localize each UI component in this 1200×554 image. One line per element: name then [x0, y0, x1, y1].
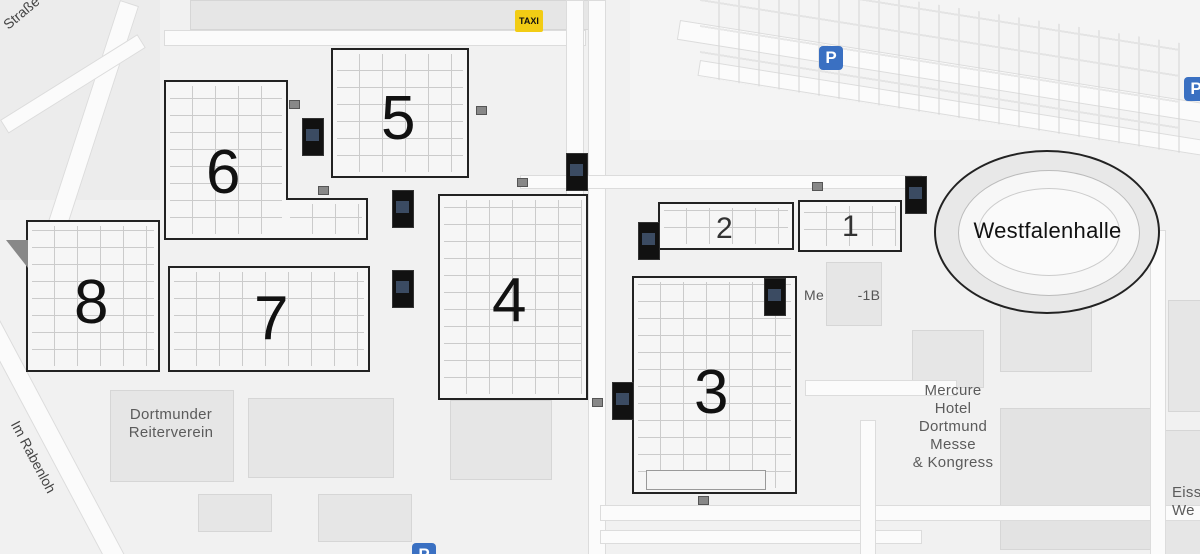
parking-icon[interactable]: P: [819, 46, 843, 70]
gate-marker: [289, 100, 300, 109]
poster-marker[interactable]: [905, 176, 927, 214]
hall-3-number: 3: [694, 358, 729, 427]
parking-icon[interactable]: P: [1184, 77, 1200, 101]
hall-5-number: 5: [381, 84, 416, 153]
road: [1150, 230, 1166, 554]
parking-icon[interactable]: P: [412, 543, 436, 554]
westfalenhalle-label: Westfalenhalle: [973, 218, 1122, 243]
hall-8[interactable]: 8: [26, 220, 160, 372]
mercure-hotel-label: Mercure Hotel Dortmund Messe & Kongress: [912, 382, 994, 471]
hall-6-annex[interactable]: [286, 198, 368, 240]
gate-marker: [812, 182, 823, 191]
hall-2-number: 2: [716, 212, 733, 245]
poster-marker[interactable]: [392, 270, 414, 308]
building-block: [110, 390, 234, 482]
westfalenhalle-floor: [978, 188, 1120, 276]
road: [860, 420, 876, 554]
road: [805, 380, 957, 396]
hall-7-number: 7: [254, 284, 289, 353]
building-block: [450, 400, 552, 480]
gate-marker: [592, 398, 603, 407]
hall-6-number: 6: [206, 138, 241, 207]
hall-1[interactable]: 1: [798, 200, 902, 252]
hall-5[interactable]: 5: [331, 48, 469, 178]
building-block: [1000, 408, 1162, 550]
gate-marker: [476, 106, 487, 115]
road: [588, 0, 606, 554]
eisspo-label: Eisspo We: [1172, 484, 1200, 519]
hall-4[interactable]: 4: [438, 194, 588, 400]
poster-marker[interactable]: [566, 153, 588, 191]
building-block: [1168, 300, 1200, 412]
poster-marker[interactable]: [612, 382, 634, 420]
poster-marker[interactable]: [638, 222, 660, 260]
poster-marker[interactable]: [392, 190, 414, 228]
reiterverein-label: Dortmunder Reiterverein: [128, 406, 214, 441]
building-block: [318, 494, 412, 542]
road: [164, 30, 586, 46]
building-block: [248, 398, 394, 478]
gate-marker: [698, 496, 709, 505]
taxi-icon[interactable]: TAXI: [515, 10, 543, 32]
hall-6[interactable]: 6: [164, 80, 288, 240]
gate-marker: [517, 178, 528, 187]
building-block: [198, 494, 272, 532]
building-block: [912, 330, 984, 388]
hall-1-number: 1: [842, 210, 859, 243]
poster-marker[interactable]: [764, 278, 786, 316]
hall-2[interactable]: 2: [658, 202, 794, 250]
building-block: [826, 262, 882, 326]
hall-8-number: 8: [74, 268, 109, 337]
building-block: [1160, 430, 1200, 554]
hall-4-number: 4: [492, 266, 527, 335]
gate-marker: [318, 186, 329, 195]
road: [600, 530, 922, 544]
hall-3-counter: [646, 470, 766, 490]
road: [600, 505, 1200, 521]
messe-label: Me -1B: [804, 287, 881, 303]
poster-marker[interactable]: [302, 118, 324, 156]
hall-7[interactable]: 7: [168, 266, 370, 372]
hall-8-corner: [6, 240, 28, 268]
